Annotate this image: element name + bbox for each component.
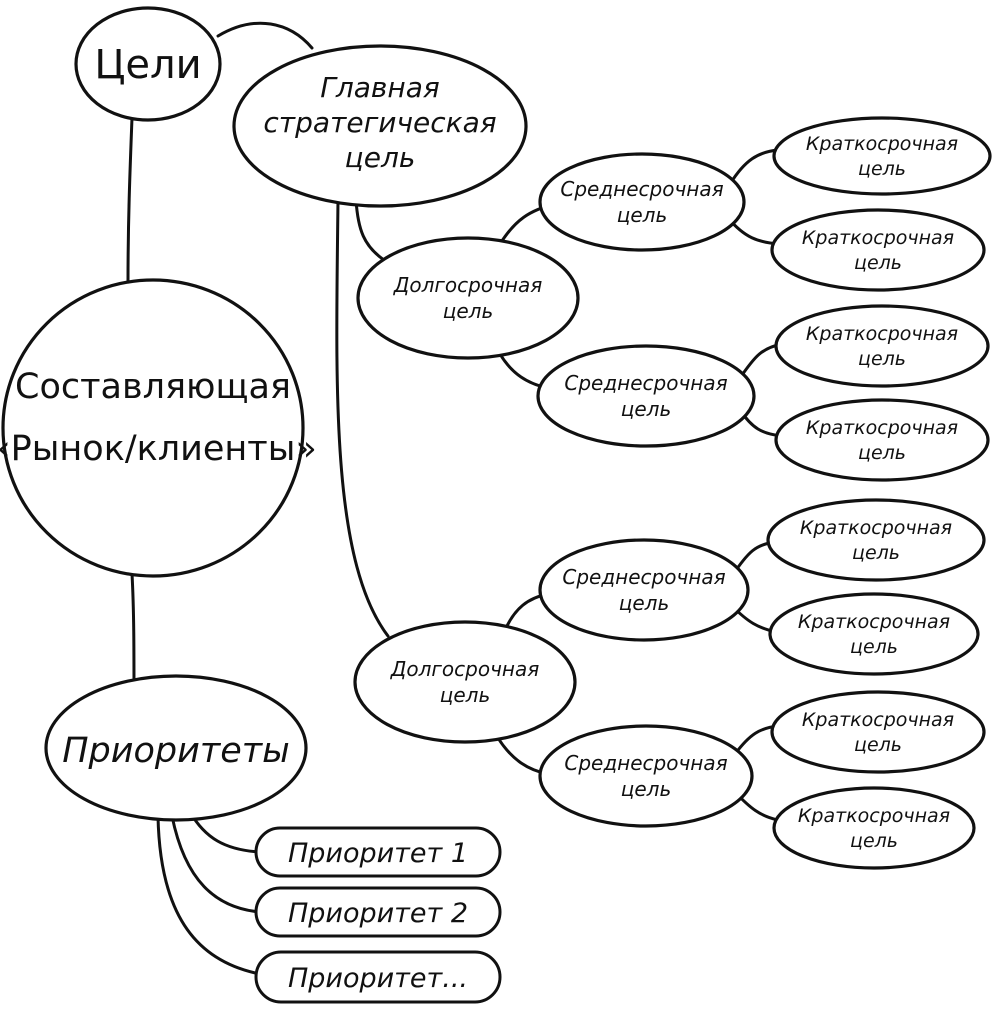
priority-item-1: Приоритет 1 xyxy=(254,826,502,878)
short-term-goal-label-line1: Краткосрочная xyxy=(806,417,958,439)
mid-term-goal-label-line1: Среднесрочная xyxy=(560,177,723,201)
priority-item-label: Приоритет 2 xyxy=(288,898,468,929)
central-node-label-line2: «Рынок/клиенты» xyxy=(0,429,317,469)
short-term-goal-7: Краткосрочная цель xyxy=(770,690,986,774)
mid-term-goal-4: Среднесрочная цель xyxy=(538,724,754,828)
short-term-goal-6: Краткосрочная цель xyxy=(768,592,980,676)
mid-term-goal-label-line2: цель xyxy=(619,591,670,615)
priority-item-3: Приоритет... xyxy=(254,950,502,1004)
priorities-node-label: Приоритеты xyxy=(62,731,290,771)
short-term-goal-label-line2: цель xyxy=(858,158,906,180)
long-term-goal-label-line1: Долгосрочная xyxy=(390,657,540,681)
central-node: Составляющая «Рынок/клиенты» xyxy=(0,278,317,578)
goals-node: Цели xyxy=(74,6,222,122)
long-term-goal-1: Долгосрочная цель xyxy=(356,236,580,360)
short-term-goal-8: Краткосрочная цель xyxy=(772,786,976,870)
mid-term-goal-label-line1: Среднесрочная xyxy=(564,371,727,395)
short-term-goal-label-line2: цель xyxy=(858,442,906,464)
long-term-goal-label-line2: цель xyxy=(440,683,491,707)
short-term-goal-label-line1: Краткосрочная xyxy=(806,133,958,155)
priority-item-label: Приоритет... xyxy=(288,963,468,994)
long-term-goal-label-line2: цель xyxy=(443,299,494,323)
mid-term-goal-3: Среднесрочная цель xyxy=(538,538,750,642)
central-node-label-line1: Составляющая xyxy=(15,367,291,407)
edge-goals-main xyxy=(216,21,314,50)
short-term-goal-label-line1: Краткосрочная xyxy=(800,517,952,539)
long-term-goal-2: Долгосрочная цель xyxy=(353,620,577,744)
priority-item-2: Приоритет 2 xyxy=(254,886,502,938)
goals-node-label: Цели xyxy=(94,42,201,88)
mid-term-goal-label-line2: цель xyxy=(617,203,668,227)
long-term-goal-label-line1: Долгосрочная xyxy=(393,273,543,297)
mid-term-goal-label-line2: цель xyxy=(621,397,672,421)
short-term-goal-2: Краткосрочная цель xyxy=(770,208,986,292)
priorities-node: Приоритеты xyxy=(44,674,308,822)
short-term-goal-label-line1: Краткосрочная xyxy=(798,805,950,827)
short-term-goal-label-line2: цель xyxy=(854,734,902,756)
short-term-goal-label-line1: Краткосрочная xyxy=(802,709,954,731)
edge-central-goals xyxy=(126,116,134,284)
edge-prio-item2 xyxy=(170,814,262,914)
priority-item-label: Приоритет 1 xyxy=(288,838,468,869)
main-goal-label-line1: Главная xyxy=(320,71,439,104)
short-term-goal-label-line2: цель xyxy=(852,542,900,564)
short-term-goal-label-line2: цель xyxy=(850,830,898,852)
short-term-goal-label-line1: Краткосрочная xyxy=(806,323,958,345)
short-term-goal-label-line2: цель xyxy=(850,636,898,658)
short-term-goal-label-line1: Краткосрочная xyxy=(798,611,950,633)
mid-term-goal-1: Среднесрочная цель xyxy=(538,152,746,252)
short-term-goal-4: Краткосрочная цель xyxy=(774,398,990,482)
mid-term-goal-label-line1: Среднесрочная xyxy=(562,565,725,589)
short-term-goal-label-line2: цель xyxy=(858,348,906,370)
short-term-goal-3: Краткосрочная цель xyxy=(774,304,990,388)
edge-main-long2 xyxy=(335,198,390,638)
mid-term-goal-label-line1: Среднесрочная xyxy=(564,751,727,775)
mid-term-goal-label-line2: цель xyxy=(621,777,672,801)
short-term-goal-label-line1: Краткосрочная xyxy=(802,227,954,249)
short-term-goal-1: Краткосрочная цель xyxy=(772,116,992,196)
short-term-goal-5: Краткосрочная цель xyxy=(766,498,986,582)
edge-main-long1 xyxy=(354,198,386,262)
edge-mid1-short1 xyxy=(728,148,780,186)
main-goal-node: Главная стратегическая цель xyxy=(232,44,528,208)
mid-term-goal-2: Среднесрочная цель xyxy=(536,344,756,448)
main-goal-label-line3: цель xyxy=(345,141,416,174)
edge-prio-item3 xyxy=(156,814,262,976)
short-term-goal-label-line2: цель xyxy=(854,252,902,274)
main-goal-label-line2: стратегическая xyxy=(263,106,496,139)
